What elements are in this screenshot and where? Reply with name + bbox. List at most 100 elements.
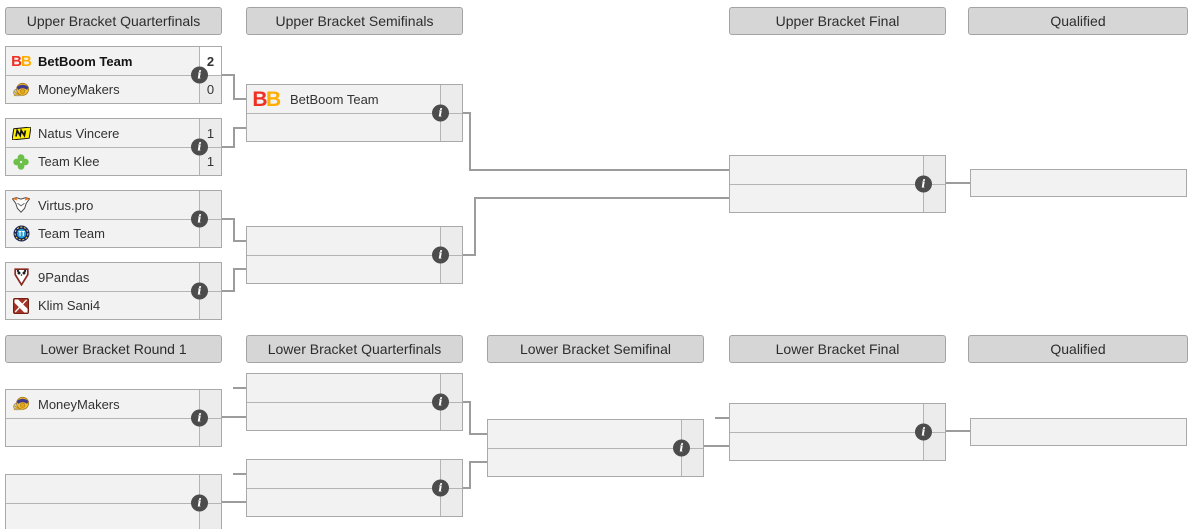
header-upper-bracket-semifinals: Upper Bracket Semifinals [246,7,463,35]
header-lower-bracket-round-1: Lower Bracket Round 1 [5,335,222,363]
match-ub-qf-4[interactable]: 9Pandas Klim Sani4 i [5,262,222,320]
team-row-empty [6,475,221,503]
team-row-empty [247,488,462,516]
score-cell [923,433,945,460]
match-info-icon[interactable]: i [191,138,208,156]
team-row-moneymakers[interactable]: MoneyMakers 0 [6,75,221,103]
team-row-empty [6,503,221,529]
score-cell: 1 [199,148,221,175]
bracket-connector [233,473,246,475]
match-info-icon[interactable]: i [432,479,449,497]
match-info-icon[interactable]: i [191,282,208,300]
match-info-icon[interactable]: i [432,104,449,122]
score-cell [681,449,703,476]
match-info-icon[interactable]: i [432,393,449,411]
moneymakers-logo-icon [11,394,31,414]
bracket-connector [233,127,235,148]
header-upper-bracket-quarterfinals: Upper Bracket Quarterfinals [5,7,222,35]
match-lb-final[interactable]: i [729,403,946,461]
score-cell [199,220,221,247]
team-row-betboom[interactable]: BB BetBoom Team [247,85,462,113]
team-name: MoneyMakers [38,396,120,412]
score-cell: 0 [199,76,221,103]
team-row-empty [247,227,462,255]
team-row-empty [730,432,945,460]
match-lb-r1-1[interactable]: MoneyMakers i [5,389,222,447]
betboom-team-logo-icon: BB [11,52,32,70]
match-info-icon[interactable]: i [191,66,208,84]
team-row-empty [6,418,221,446]
score-cell [199,292,221,319]
match-info-icon[interactable]: i [191,409,208,427]
team-klee-logo-icon [11,152,31,172]
match-info-icon[interactable]: i [191,210,208,228]
score-cell [440,114,462,141]
score-cell [199,419,221,446]
match-ub-sf-2[interactable]: i [246,226,463,284]
score-cell [923,185,945,212]
bracket-connector [715,417,729,419]
score-cell [440,256,462,283]
team-row-empty [247,374,462,402]
team-row-team-klee[interactable]: Team Klee 1 [6,147,221,175]
team-row-virtus-pro[interactable]: Virtus.pro [6,191,221,219]
bracket-connector [222,218,235,220]
match-lb-qf-2[interactable]: i [246,459,463,517]
team-name: Team Klee [38,154,100,169]
bracket-connector [233,98,246,100]
match-lb-r1-2[interactable]: i [5,474,222,529]
team-name: BetBoom Team [290,91,379,107]
team-row-moneymakers[interactable]: MoneyMakers [6,390,221,418]
score-cell [440,489,462,516]
match-info-icon[interactable]: i [915,175,932,193]
bracket-connector [233,268,246,270]
team-name: MoneyMakers [38,82,120,97]
bracket-connector [704,445,729,447]
team-name: Natus Vincere [38,125,120,141]
team-name: 9Pandas [38,269,90,285]
team-name: BetBoom Team [38,53,133,69]
bracket-connector [222,146,235,148]
match-ub-qf-3[interactable]: Virtus.pro Team Team i [5,190,222,248]
team-row-betboom[interactable]: BB BetBoom Team 2 [6,47,221,75]
header-lower-bracket-semifinal: Lower Bracket Semifinal [487,335,704,363]
bracket-connector [469,461,471,489]
betboom-team-logo-icon: BB [252,87,281,111]
match-ub-qf-2[interactable]: Natus Vincere 1 Team Klee 1 i [5,118,222,176]
bracket-connector [233,127,246,129]
team-name: Klim Sani4 [38,298,101,313]
moneymakers-logo-icon [11,80,31,100]
bracket-connector [222,74,235,76]
bracket-connector [469,433,487,435]
match-ub-final[interactable]: i [729,155,946,213]
team-row-natus-vincere[interactable]: Natus Vincere 1 [6,119,221,147]
9pandas-logo-icon [11,267,31,287]
match-lb-qf-1[interactable]: i [246,373,463,431]
qualified-slot-upper [970,169,1187,197]
header-lower-bracket-final: Lower Bracket Final [729,335,946,363]
qualified-slot-lower [970,418,1187,446]
bracket-connector [469,461,487,463]
team-row-klim-sani4[interactable]: Klim Sani4 [6,291,221,319]
bracket-connector [946,430,970,432]
bracket-connector [233,387,246,389]
team-row-empty [247,460,462,488]
match-ub-sf-1[interactable]: BB BetBoom Team i [246,84,463,142]
bracket-connector [233,268,235,292]
header-lower-qualified: Qualified [968,335,1188,363]
bracket-connector [222,501,246,503]
match-info-icon[interactable]: i [432,246,449,264]
team-row-9pandas[interactable]: 9Pandas [6,263,221,291]
match-info-icon[interactable]: i [673,439,690,457]
score-cell [440,403,462,430]
navi-logo-icon [11,123,31,143]
match-lb-sf[interactable]: i [487,419,704,477]
bracket-connector [222,290,235,292]
bracket-connector [463,401,471,403]
match-info-icon[interactable]: i [915,423,932,441]
team-row-team-team[interactable]: Team Team [6,219,221,247]
match-info-icon[interactable]: i [191,494,208,512]
match-ub-qf-1[interactable]: BB BetBoom Team 2 MoneyMakers 0 i [5,46,222,104]
team-name: Virtus.pro [38,197,94,213]
team-team-logo-icon [11,224,31,244]
